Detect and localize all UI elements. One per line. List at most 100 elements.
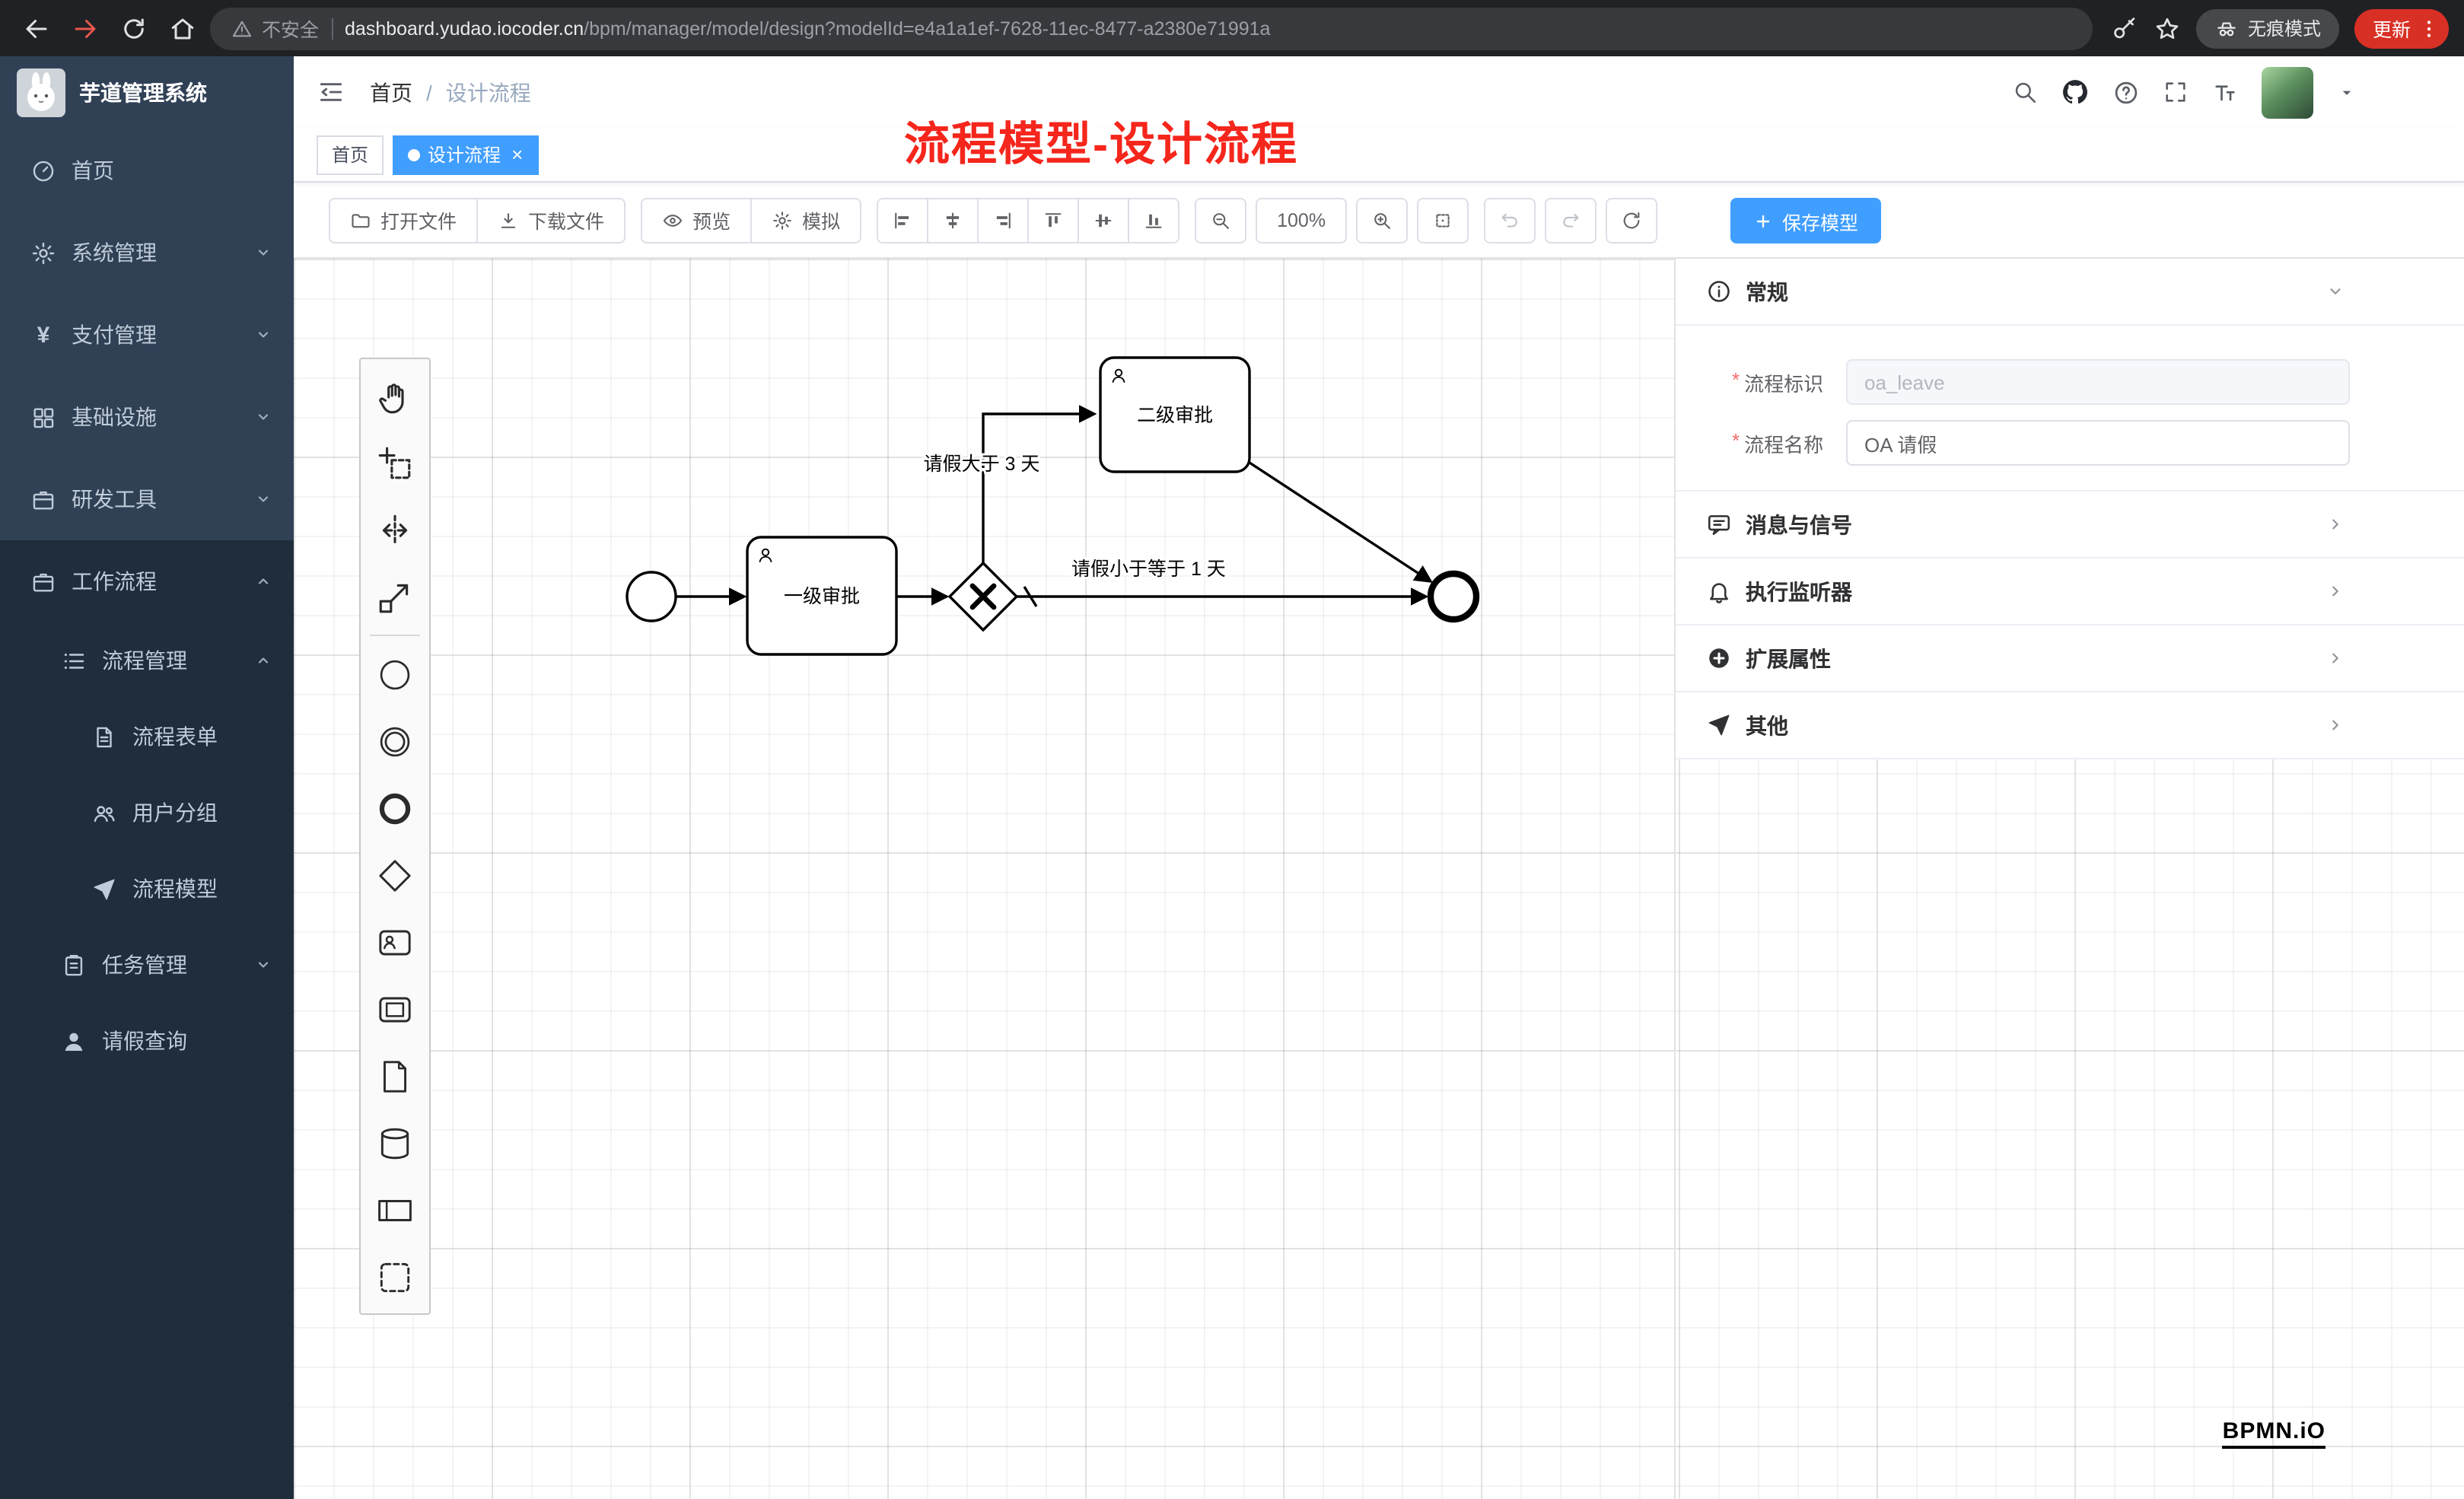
sidebar-item-devtools[interactable]: 研发工具	[0, 458, 294, 540]
open-file-button[interactable]: 打开文件	[329, 197, 479, 243]
tab-design-process[interactable]: 设计流程 ×	[393, 135, 539, 174]
font-size-icon[interactable]	[2211, 78, 2239, 106]
sidebar-item-label: 流程表单	[132, 724, 218, 749]
help-icon[interactable]	[2112, 78, 2140, 106]
section-message-signal[interactable]: 消息与信号	[1676, 492, 2464, 559]
align-bottom-button[interactable]	[1128, 197, 1180, 243]
zoom-in-button[interactable]	[1356, 197, 1409, 243]
lasso-tool[interactable]	[361, 429, 429, 496]
sidebar-item-user-group[interactable]: 用户分组	[0, 775, 294, 851]
bpmn-io-watermark[interactable]: BPMN.iO	[2222, 1418, 2326, 1449]
sidebar-item-workflow[interactable]: 工作流程	[0, 540, 294, 622]
sidebar-item-infrastructure[interactable]: 基础设施	[0, 376, 294, 458]
hand-tool[interactable]	[361, 362, 429, 429]
chevron-right-icon	[2326, 715, 2345, 735]
zoom-in-icon	[1371, 209, 1393, 231]
site-security-button[interactable]: 不安全	[231, 14, 319, 43]
bpmn-canvas[interactable]: 一级审批 二级审批	[294, 259, 2464, 1499]
align-middle-button[interactable]	[1078, 197, 1130, 243]
download-file-button[interactable]: 下载文件	[476, 197, 626, 243]
fullscreen-icon[interactable]	[2163, 79, 2189, 105]
flow-gateway-to-task2[interactable]	[982, 405, 1097, 563]
address-bar[interactable]: 不安全 dashboard.yudao.iocoder.cn/bpm/manag…	[210, 7, 2093, 49]
create-group[interactable]	[361, 1243, 429, 1310]
sidebar-item-label: 任务管理	[102, 953, 187, 977]
global-connect-tool[interactable]	[361, 563, 429, 630]
zoom-level-button[interactable]: 100%	[1256, 197, 1348, 243]
create-data-object[interactable]	[361, 1042, 429, 1109]
restart-button[interactable]	[1606, 197, 1658, 243]
app-title: 芋道管理系统	[79, 81, 207, 105]
browser-back-button[interactable]	[15, 7, 58, 49]
designer-workarea: 打开文件 下载文件 预览	[294, 183, 2464, 1499]
bpmn-exclusive-gateway[interactable]	[947, 561, 1019, 632]
align-top-button[interactable]	[1027, 197, 1080, 243]
github-icon[interactable]	[2061, 78, 2090, 107]
flow-label-gt-3-days[interactable]: 请假大于 3 天	[922, 451, 1043, 477]
sidebar-collapse-button[interactable]	[317, 78, 345, 107]
preview-button[interactable]: 预览	[641, 197, 753, 243]
create-intermediate-event[interactable]	[361, 708, 429, 775]
section-extension-properties[interactable]: 扩展属性	[1676, 625, 2464, 692]
sidebar-item-leave-query[interactable]: 请假查询	[0, 1003, 294, 1079]
sidebar-item-home[interactable]: 首页	[0, 129, 294, 212]
undo-button[interactable]	[1484, 197, 1536, 243]
align-left-button[interactable]	[877, 197, 929, 243]
user-avatar[interactable]	[2262, 66, 2313, 118]
create-receipt-task[interactable]	[361, 975, 429, 1042]
flow-label-lte-1-day[interactable]: 请假小于等于 1 天	[1069, 556, 1228, 582]
refresh-icon	[1621, 209, 1642, 231]
bpmn-diagram: 一级审批 二级审批	[626, 356, 1480, 656]
flow-task2-to-end[interactable]	[1249, 461, 1433, 583]
align-center-button[interactable]	[927, 197, 979, 243]
sidebar-item-label: 研发工具	[72, 487, 157, 511]
menu-dots-icon[interactable]	[2417, 16, 2441, 40]
redo-button[interactable]	[1545, 197, 1597, 243]
breadcrumb-home-link[interactable]: 首页	[370, 80, 412, 104]
sidebar-item-payment[interactable]: ¥ 支付管理	[0, 294, 294, 376]
simulate-button[interactable]: 模拟	[750, 197, 862, 243]
zoom-reset-button[interactable]	[1417, 197, 1469, 243]
password-key-icon[interactable]	[2111, 14, 2138, 42]
avatar-caret-icon[interactable]	[2336, 81, 2357, 103]
section-execution-listener[interactable]: 执行监听器	[1676, 559, 2464, 625]
browser-forward-button[interactable]	[64, 7, 107, 49]
sidebar-item-label: 流程管理	[102, 648, 187, 673]
browser-home-button[interactable]	[161, 7, 204, 49]
section-other[interactable]: 其他	[1676, 692, 2464, 759]
create-data-store[interactable]	[361, 1109, 429, 1176]
browser-update-button[interactable]: 更新	[2354, 8, 2449, 48]
simulate-label: 模拟	[802, 212, 841, 233]
section-general[interactable]: 常规	[1676, 259, 2464, 326]
undo-icon	[1499, 209, 1520, 231]
browser-reload-button[interactable]	[113, 7, 155, 49]
search-icon[interactable]	[2012, 79, 2038, 105]
create-participant[interactable]	[361, 1176, 429, 1243]
process-key-input[interactable]	[1846, 359, 2350, 405]
sidebar-item-process-management[interactable]: 流程管理	[0, 622, 294, 699]
create-user-task[interactable]	[361, 909, 429, 975]
save-model-button[interactable]: 保存模型	[1730, 198, 1882, 243]
bpmn-task-second-approval[interactable]: 二级审批	[1099, 356, 1251, 473]
bookmark-star-icon[interactable]	[2154, 14, 2181, 42]
bell-icon	[1706, 578, 1732, 604]
browser-chrome: 不安全 dashboard.yudao.iocoder.cn/bpm/manag…	[0, 0, 2464, 56]
process-name-input[interactable]	[1846, 420, 2350, 466]
create-start-event[interactable]	[361, 641, 429, 708]
sidebar-item-process-model[interactable]: 流程模型	[0, 851, 294, 927]
zoom-out-button[interactable]	[1195, 197, 1247, 243]
align-right-button[interactable]	[977, 197, 1030, 243]
sidebar-item-system[interactable]: 系统管理	[0, 212, 294, 294]
bpmn-task-first-approval[interactable]: 一级审批	[746, 536, 898, 656]
bpmn-end-event[interactable]	[1427, 570, 1480, 623]
sidebar-item-label: 基础设施	[72, 405, 157, 429]
sidebar-item-task-management[interactable]: 任务管理	[0, 927, 294, 1003]
bpmn-start-event[interactable]	[626, 571, 677, 622]
sidebar-item-process-form[interactable]: 流程表单	[0, 699, 294, 775]
create-end-event[interactable]	[361, 775, 429, 842]
create-gateway[interactable]	[361, 842, 429, 909]
tab-home[interactable]: 首页	[317, 135, 384, 174]
space-tool[interactable]	[361, 496, 429, 563]
tab-close-icon[interactable]: ×	[511, 143, 524, 166]
incognito-label: 无痕模式	[2247, 18, 2321, 40]
